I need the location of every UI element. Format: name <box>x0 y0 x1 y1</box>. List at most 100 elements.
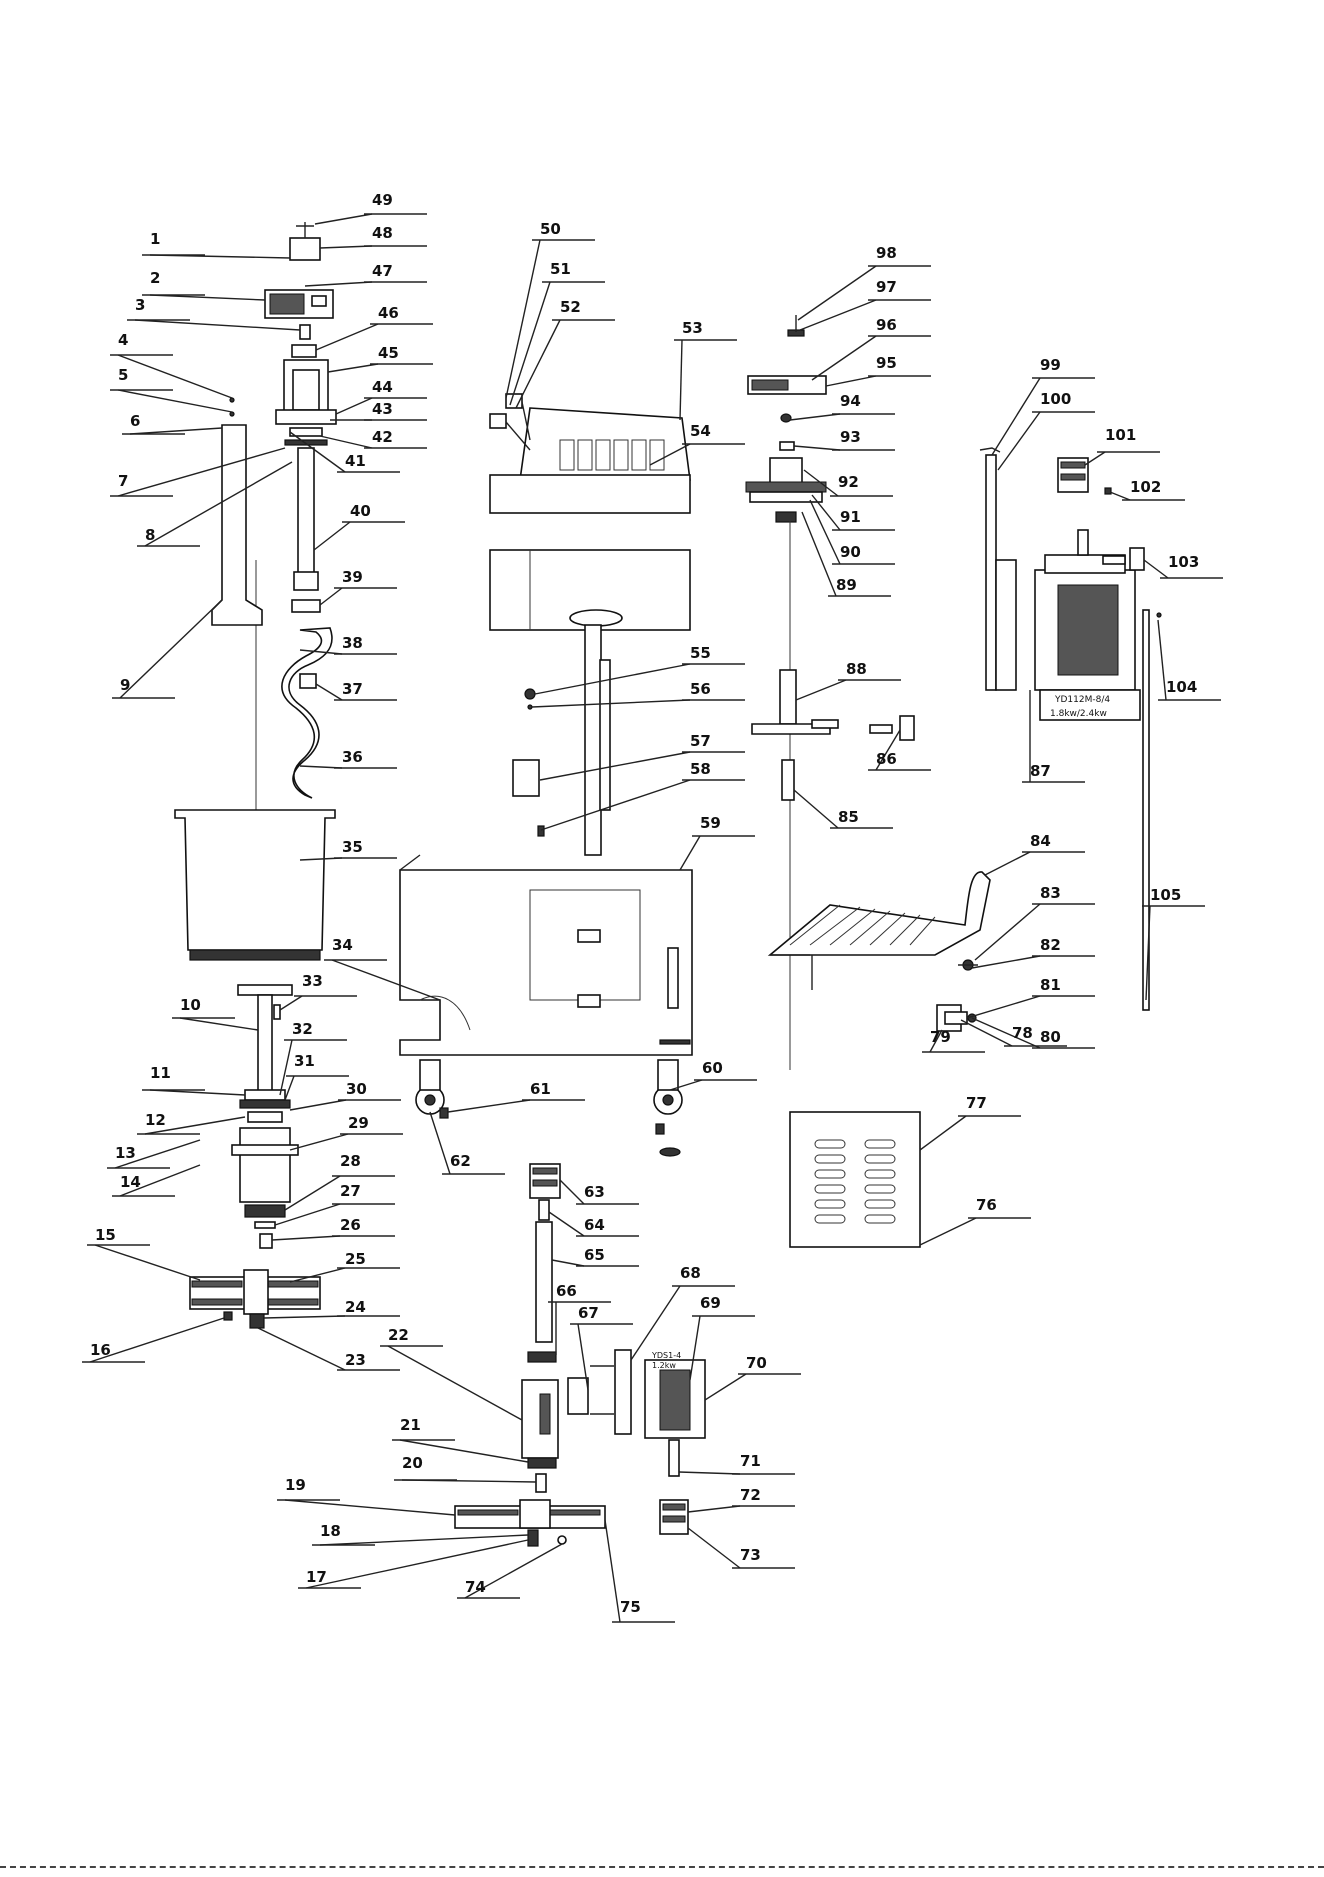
callout-number: 72 <box>740 1486 761 1504</box>
leader-line <box>803 469 839 497</box>
part-48-pulley <box>289 237 321 261</box>
leader-line <box>274 1203 341 1226</box>
leader-line <box>966 995 1041 1019</box>
leader-line <box>689 1315 701 1381</box>
part-40-shaft <box>297 447 315 579</box>
callout-number: 21 <box>400 1416 421 1434</box>
leader-line <box>305 1539 529 1589</box>
leader-line <box>319 435 373 449</box>
right-assembly: YD112M-8/4 1.8kw/2.4kw <box>745 315 1162 1248</box>
part-39-bush <box>291 599 321 613</box>
callout-number: 97 <box>876 278 897 296</box>
callout-number: 53 <box>682 319 703 337</box>
callout-number: 81 <box>1040 976 1061 994</box>
part-93-spacer <box>779 441 795 451</box>
leader-line <box>263 1315 346 1319</box>
leader-line <box>1109 491 1131 501</box>
callout-number: 98 <box>876 244 897 262</box>
leader-line <box>313 521 351 551</box>
callout-number: 39 <box>342 568 363 586</box>
part-26-key <box>259 1233 273 1249</box>
callout-number: 15 <box>95 1226 116 1244</box>
leader-line <box>114 1139 201 1169</box>
callout-number: 79 <box>930 1028 951 1046</box>
callout-number: 43 <box>372 400 393 418</box>
callout-number: 94 <box>840 392 861 410</box>
leader-line <box>789 413 841 421</box>
leader-line <box>809 499 841 565</box>
leader-line <box>971 955 1041 969</box>
callout-number: 30 <box>346 1080 367 1098</box>
callout-number: 99 <box>1040 356 1061 374</box>
callout-number: 35 <box>342 838 363 856</box>
callout-number: 103 <box>1168 553 1199 571</box>
callout-number: 5 <box>118 366 128 384</box>
callout-number: 38 <box>342 634 363 652</box>
callout-number: 16 <box>90 1341 111 1359</box>
leader-line <box>429 1111 451 1175</box>
callout-number: 17 <box>306 1568 327 1586</box>
leader-line <box>509 281 551 406</box>
callout-number: 73 <box>740 1546 761 1564</box>
part-66-bearing <box>527 1351 557 1363</box>
part-67-bracket <box>567 1377 589 1415</box>
leader-line <box>505 239 541 399</box>
callout-number: 68 <box>680 1264 701 1282</box>
callout-number: 20 <box>402 1454 423 1472</box>
leader-line <box>919 1115 967 1151</box>
part-46-nut <box>291 344 317 358</box>
leader-line <box>984 851 1031 876</box>
leader-line <box>257 1327 346 1371</box>
leader-line <box>315 323 379 351</box>
callout-number: 89 <box>836 576 857 594</box>
leader-line <box>704 1373 747 1401</box>
callout-number: 34 <box>332 936 353 954</box>
leader-line <box>279 1039 293 1096</box>
callout-number: 44 <box>372 378 393 396</box>
center-assembly: YDS1-4 1.2kw <box>399 393 706 1547</box>
callout-number: 7 <box>118 472 128 490</box>
leader-line <box>94 1244 201 1281</box>
callout-number: 96 <box>876 316 897 334</box>
leader-line <box>117 389 233 413</box>
leader-line <box>974 903 1041 961</box>
callout-number: 78 <box>1012 1024 1033 1042</box>
leader-line <box>534 663 691 695</box>
callout-number: 6 <box>130 412 140 430</box>
part-29-housing <box>239 1127 291 1203</box>
callout-number: 67 <box>578 1304 599 1322</box>
motor-small-label-1: YDS1-4 <box>651 1351 681 1360</box>
part-86-fitting <box>899 715 915 741</box>
callout-number: 37 <box>342 680 363 698</box>
leader-line <box>149 254 291 259</box>
leader-line <box>669 1079 703 1091</box>
leader-line <box>299 857 343 861</box>
callout-number: 57 <box>690 732 711 750</box>
leader-line <box>678 1471 741 1475</box>
callout-number: 82 <box>1040 936 1061 954</box>
part-105-rod <box>1142 609 1150 1011</box>
leader-line <box>315 683 343 701</box>
callout-number: 33 <box>302 972 323 990</box>
leader-line <box>971 1017 1041 1049</box>
callout-number: 3 <box>135 296 145 314</box>
leader-line <box>811 335 877 381</box>
part-22-gearbox <box>521 1379 559 1459</box>
leader-line <box>540 779 691 831</box>
leader-line <box>679 339 683 421</box>
callout-number: 70 <box>746 1354 767 1372</box>
callout-number: 55 <box>690 644 711 662</box>
leader-line <box>289 1133 349 1151</box>
leader-line <box>399 1439 529 1463</box>
callout-number: 59 <box>700 814 721 832</box>
callout-number: 4 <box>118 331 128 349</box>
part-9-column <box>211 424 263 626</box>
leader-line <box>447 1099 531 1113</box>
leader-line <box>314 213 373 225</box>
callout-number: 101 <box>1105 426 1136 444</box>
callout-number: 42 <box>372 428 393 446</box>
callout-number: 54 <box>690 422 711 440</box>
part-84-guard <box>767 871 991 956</box>
callout-number: 26 <box>340 1216 361 1234</box>
